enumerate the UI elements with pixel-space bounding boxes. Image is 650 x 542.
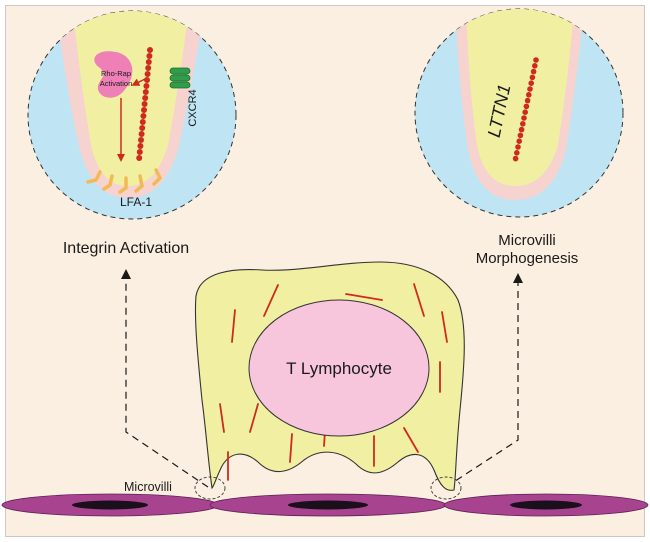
actin-filament-left [136,47,153,161]
microvilli-marker-right [430,476,462,500]
integrin-activation-title: Integrin Activation [63,240,189,257]
microvilli-label: Microvilli [124,480,172,494]
rho-rap-label-line1: Rho-Rap [101,69,131,78]
endothelial-nucleus-right [510,500,582,510]
lfa1-label: LFA-1 [120,195,152,209]
t-cell-nucleus [248,299,430,437]
lfa1-integrins [86,168,163,194]
right-dashed-arrow [445,273,523,488]
cxcr4-label: CXCR4 [187,89,199,126]
endothelial-nucleus-left [72,500,148,510]
left-dashed-arrow [121,269,209,488]
cxcr4-to-rho-arrow [131,78,146,86]
actin-filament-right [512,57,539,162]
cxcr4-receptor [169,67,191,89]
integrin-zoom-panel: Rho-Rap Activation CXCR4 LFA-1 [27,10,237,220]
t-lymphocyte-label: T Lymphocyte [286,359,392,378]
endothelial-layer [1,493,649,517]
morphogenesis-title-line1: Microvilli [498,232,556,249]
microvilli-marker-left [194,476,226,500]
rho-rap-blob [94,51,133,98]
morphogenesis-zoom-panel: LTTN1 [414,8,624,218]
microvillus-cytoplasm-right [466,9,575,186]
rho-rap-label-line2: Activation [100,79,133,88]
microvillus-cytoplasm-left [72,11,190,186]
morphogenesis-title-line2: Morphogenesis [476,250,579,267]
endothelial-nucleus-middle [288,500,368,510]
